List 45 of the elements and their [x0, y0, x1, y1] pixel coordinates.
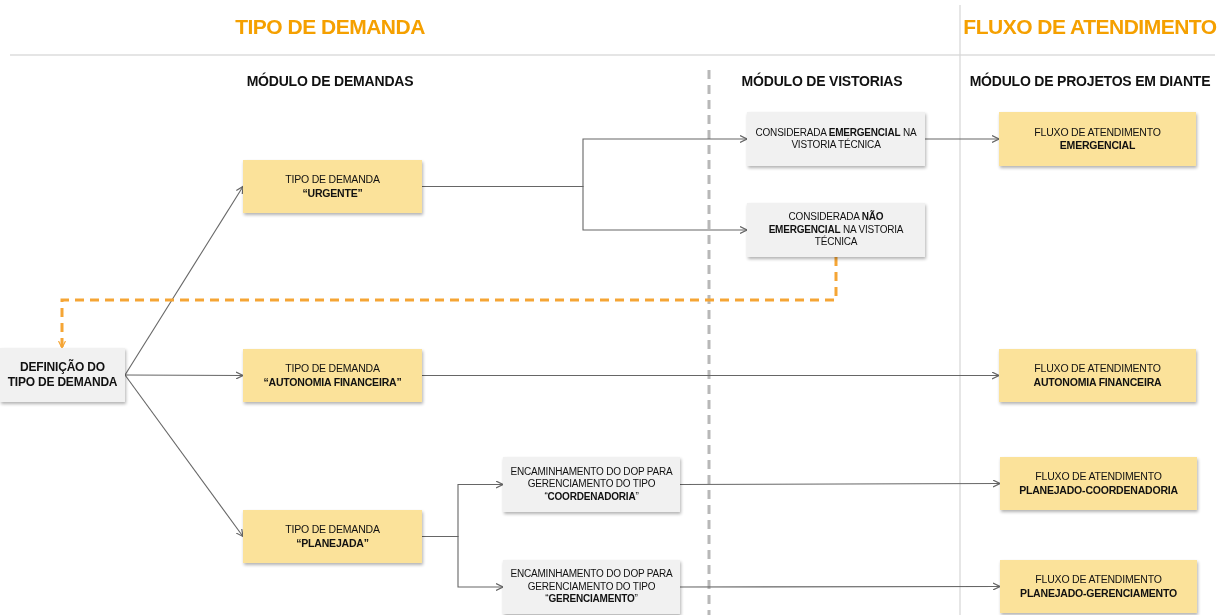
process-box: [243, 510, 422, 563]
box-text: TIPO DE DEMANDA: [285, 362, 380, 376]
arrow: [124, 374, 244, 538]
arrow: [924, 134, 1000, 144]
box-text: “URGENTE”: [302, 186, 363, 200]
box-text: FLUXO DE ATENDIMENTO: [1035, 470, 1162, 484]
box-text: FLUXO DE ATENDIMENTO: [1034, 125, 1161, 139]
process-box: [243, 160, 422, 213]
arrow: [679, 582, 1001, 591]
box-text: TIPO DE DEMANDA: [285, 173, 380, 187]
box-text: ENCAMINHAMENTO DO DOP PARA GERENCIAMENTO DO TIPO “GERENCIAMENTO”: [509, 568, 674, 606]
box-text: CONSIDERADA EMERGENCIAL NA VISTORIA TÉCNICA: [754, 126, 918, 152]
box-text: CONSIDERADA NÃO EMERGENCIAL NA VISTORIA TÉCNICA: [767, 211, 905, 249]
box-text: FLUXO DE ATENDIMENTO: [1034, 362, 1161, 376]
section-heading: FLUXO DE ATENDIMENTO: [963, 15, 1217, 39]
process-box: [1000, 457, 1197, 510]
box-text: ENCAMINHAMENTO DO DOP PARA GERENCIAMENTO DO TIPO “COORDENADORIA”: [509, 465, 674, 504]
box-text: PLANEJADO-GERENCIAMENTO: [1020, 586, 1177, 600]
process-box: [503, 560, 680, 614]
process-box: [999, 112, 1196, 166]
arrow: [57, 257, 838, 349]
process-box: [747, 112, 925, 166]
box-text: EMERGENCIAL: [1059, 139, 1136, 153]
arrow: [421, 371, 1000, 380]
process-box: [503, 457, 680, 512]
process-box: [747, 203, 925, 257]
column-heading: MÓDULO DE VISTORIAS: [741, 73, 903, 89]
box-text: DEFINIÇÃO DO TIPO DE DEMANDA: [6, 360, 119, 390]
column-heading: MÓDULO DE PROJETOS EM DIANTE: [969, 73, 1211, 89]
process-box: [999, 349, 1196, 402]
arrow: [679, 479, 1001, 488]
box-text: TIPO DE DEMANDA: [285, 523, 380, 537]
arrow: [421, 535, 504, 592]
box-text: “AUTONOMIA FINANCEIRA”: [263, 375, 402, 389]
box-text: AUTONOMIA FINANCEIRA: [1033, 375, 1162, 389]
arrow: [124, 371, 244, 380]
process-box: [1000, 560, 1197, 613]
section-heading: TIPO DE DEMANDA: [235, 15, 425, 39]
column-heading: MÓDULO DE DEMANDAS: [246, 73, 414, 89]
process-box: [0, 348, 125, 402]
box-text: PLANEJADO-COORDENADORIA: [1019, 483, 1178, 497]
arrow: [124, 185, 244, 376]
box-text: “PLANEJADA”: [296, 536, 369, 550]
process-box: [243, 349, 422, 402]
box-text: FLUXO DE ATENDIMENTO: [1035, 573, 1162, 587]
